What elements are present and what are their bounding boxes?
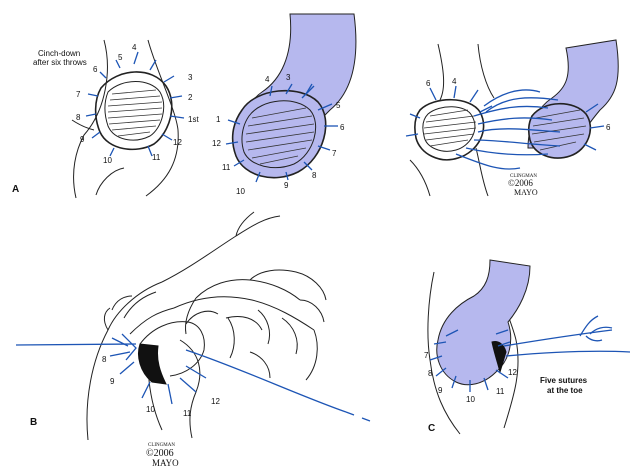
suture-number-6-a2: 6 xyxy=(340,123,345,132)
suture-number-3: 3 xyxy=(188,73,193,82)
suture-number-2: 2 xyxy=(188,93,193,102)
suture-number-10-a2: 10 xyxy=(236,187,245,196)
suture-number-11-b: 11 xyxy=(183,409,192,418)
first-suture-label: 1st xyxy=(188,115,199,124)
suture-number-6-a3: 6 xyxy=(426,79,431,88)
suture-number-4: 4 xyxy=(132,43,137,52)
copyright-org-b: MAYO xyxy=(152,458,179,468)
suture-number-11: 11 xyxy=(152,153,161,162)
suture-number-9-b: 9 xyxy=(110,377,115,386)
suture-number-5: 5 xyxy=(118,53,123,62)
cinch-down-label: Cinch-down xyxy=(38,49,80,58)
suture-number-12-c: 12 xyxy=(508,368,517,377)
suture-number-6-a3-vein: 6 xyxy=(606,123,611,132)
suture-number-10: 10 xyxy=(103,156,112,165)
suture-number-11-c: 11 xyxy=(496,387,505,396)
suture-number-8: 8 xyxy=(76,113,81,122)
suture-number-9-c: 9 xyxy=(438,386,443,395)
suture-number-4-a2: 4 xyxy=(265,75,270,84)
suture-number-12: 12 xyxy=(173,138,182,147)
suture-number-9-a2: 9 xyxy=(284,181,289,190)
five-sutures-label: Five sutures xyxy=(540,376,588,385)
panel-label-a: A xyxy=(12,184,19,195)
suture-number-7: 7 xyxy=(76,90,81,99)
suture-number-7-c: 7 xyxy=(424,351,429,360)
suture-number-10-b: 10 xyxy=(146,405,155,414)
suture-number-12-a2: 12 xyxy=(212,139,221,148)
panel-a: Cinch-down after six throws 4 5 6 7 8 9 … xyxy=(12,14,618,198)
panel-label-c: C xyxy=(428,423,435,434)
suture-number-7-a2: 7 xyxy=(332,149,337,158)
at-the-toe-label: at the toe xyxy=(547,386,583,395)
panel-c: 7 8 9 10 11 12 Five sutures at the toe C xyxy=(424,260,630,434)
suture-number-5-a2: 5 xyxy=(336,101,341,110)
suture-number-8-c: 8 xyxy=(428,369,433,378)
panel-b: 8 9 10 11 12 CLINGMAN ©2006 MAYO B xyxy=(16,212,370,468)
copyright-year-a: ©2006 xyxy=(508,178,533,188)
parachute-anastomosis xyxy=(406,40,618,196)
heart-outline xyxy=(87,212,326,440)
after-six-throws-label: after six throws xyxy=(33,58,87,67)
suture-number-11-a2: 11 xyxy=(222,163,231,172)
arteriotomy-hatching xyxy=(108,90,162,136)
suture-number-10-c: 10 xyxy=(466,395,475,404)
suture-number-1-a2: 1 xyxy=(216,115,221,124)
parachute-artery-hatching xyxy=(424,110,476,146)
suture-number-4-a3: 4 xyxy=(452,77,457,86)
suture-number-9: 9 xyxy=(80,135,85,144)
artery-with-arteriotomy xyxy=(72,40,184,198)
suture-number-8-a2: 8 xyxy=(312,171,317,180)
toe-vein-graft xyxy=(437,260,530,385)
suture-number-8-b: 8 xyxy=(102,355,107,364)
graft-vessel xyxy=(139,311,219,384)
suture-number-6: 6 xyxy=(93,65,98,74)
suture-number-3-a2: 3 xyxy=(286,73,291,82)
panel-label-b: B xyxy=(30,417,37,428)
copyright-org-a: MAYO xyxy=(514,188,538,197)
suture-number-12-b: 12 xyxy=(211,397,220,406)
